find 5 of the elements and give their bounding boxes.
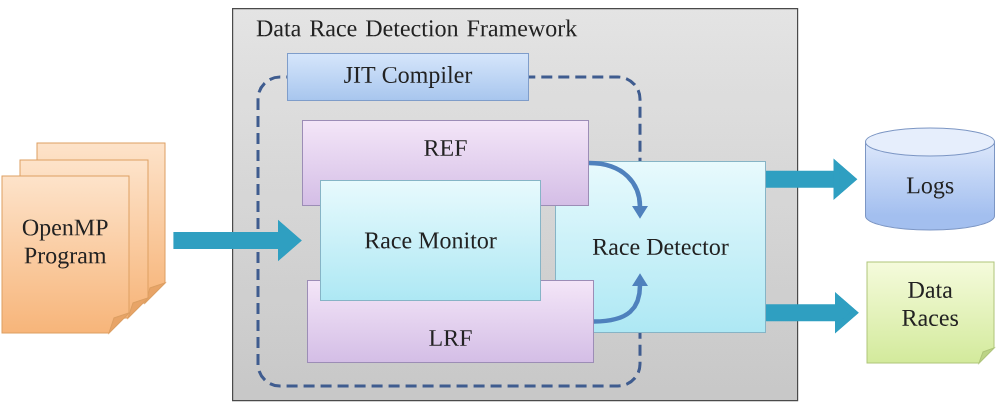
database-cylinder: Logs [865,127,995,231]
document-stack: OpenMP Program [1,142,166,334]
note-box: Data Races [866,261,995,364]
process-box: Race Monitor [320,180,541,301]
process-box: JIT Compiler [287,53,529,101]
